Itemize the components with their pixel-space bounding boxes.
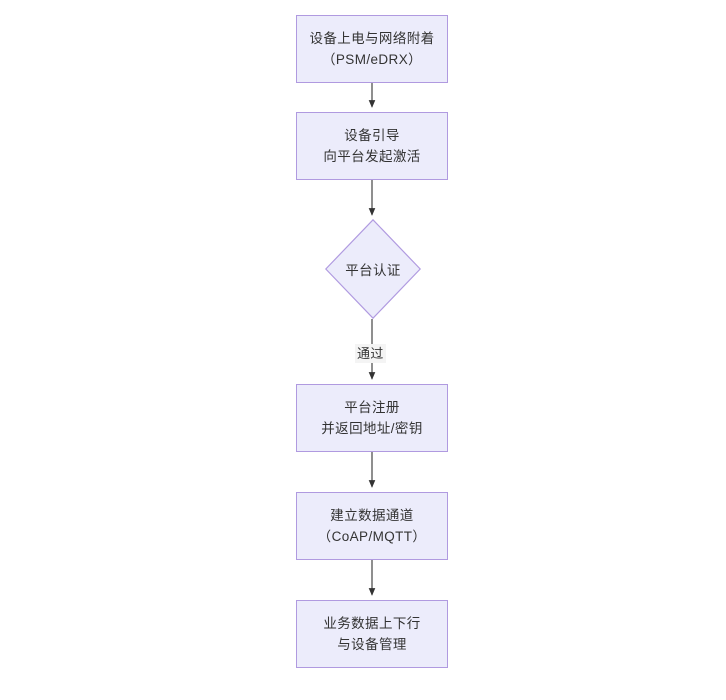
node-platform-register-line-2: 并返回地址/密钥 [321,421,423,436]
edge-label-pass: 通过 [355,344,386,363]
node-platform-register[interactable]: 平台注册 并返回地址/密钥 [296,384,448,452]
node-platform-auth-label: 平台认证 [345,263,401,278]
node-business-data[interactable]: 业务数据上下行 与设备管理 [296,600,448,668]
node-business-data-line-2: 与设备管理 [337,637,407,652]
node-power-on-line-1: 设备上电与网络附着 [309,31,435,46]
node-bootstrap-line-2: 向平台发起激活 [323,149,421,164]
diamond-shape [325,219,421,319]
node-data-channel-line-2: （CoAP/MQTT） [317,529,427,544]
node-platform-auth[interactable]: 平台认证 [325,219,421,319]
node-power-on[interactable]: 设备上电与网络附着 （PSM/eDRX） [296,15,448,83]
node-power-on-line-2: （PSM/eDRX） [321,52,423,67]
node-bootstrap[interactable]: 设备引导 向平台发起激活 [296,112,448,180]
node-bootstrap-line-1: 设备引导 [344,128,400,143]
node-data-channel[interactable]: 建立数据通道 （CoAP/MQTT） [296,492,448,560]
node-platform-register-line-1: 平台注册 [344,400,400,415]
node-data-channel-line-1: 建立数据通道 [330,508,414,523]
node-business-data-line-1: 业务数据上下行 [323,616,421,631]
